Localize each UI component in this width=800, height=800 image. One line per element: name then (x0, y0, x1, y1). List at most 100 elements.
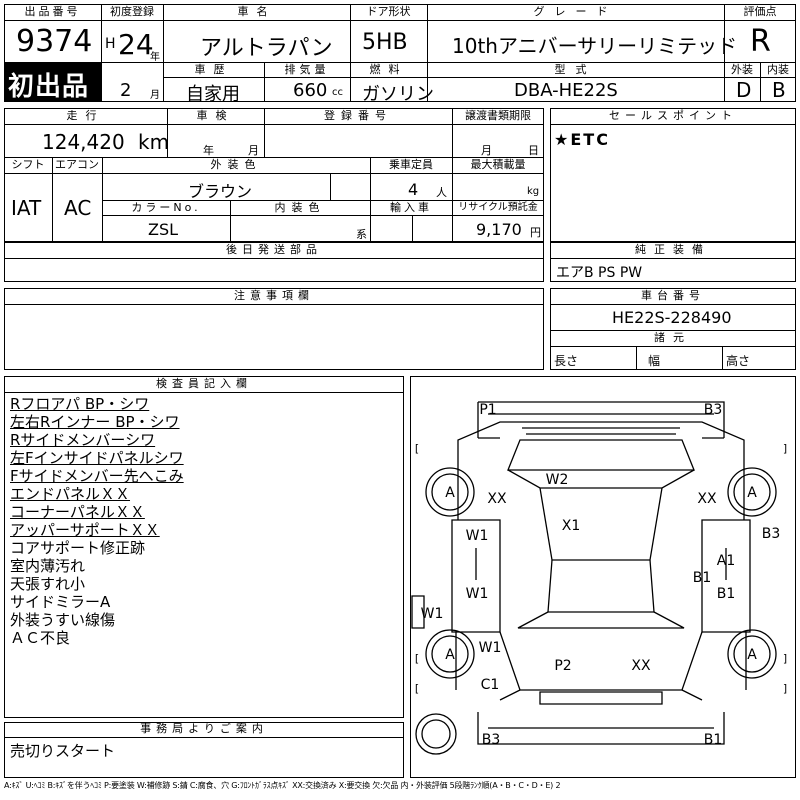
office-box (4, 722, 404, 778)
history-label: 車歴 (194, 63, 233, 76)
first-listing-badge (5, 63, 101, 101)
interior-grade: B (772, 78, 786, 102)
fuel-label: 燃料 (369, 63, 408, 76)
interior-label: 内装 (767, 63, 789, 76)
sales-point-text: ★ETC (554, 130, 610, 149)
displacement-label: 排気量 (284, 63, 330, 76)
header-grid (4, 4, 796, 102)
displacement: 660 (293, 80, 328, 101)
color-no-label: カラーNo. (131, 201, 201, 214)
car-name-label: 車名 (237, 5, 276, 18)
ac-label: エアコン (55, 158, 99, 171)
import-label: 輸入車 (390, 201, 432, 214)
note-line: エンドパネルＸＸ (10, 485, 131, 503)
note-line: 左Fインサイドパネルシワ (10, 449, 184, 467)
inspector-box (4, 376, 404, 718)
load-label: 最大積載量 (470, 158, 526, 171)
reg-month-unit: 月 (150, 90, 160, 101)
score: R (750, 24, 771, 59)
mileage-unit: km (138, 130, 170, 154)
note-line: 左右Rインナー BP・シワ (10, 413, 180, 431)
chassis-box (550, 288, 796, 370)
equipment-box (550, 242, 796, 282)
load-unit: kg (527, 186, 540, 197)
ext-color: ブラウン (188, 182, 253, 201)
grade-label: グレード (533, 5, 618, 18)
note-line: サイドミラーA (10, 593, 111, 611)
mileage-label: 走行 (66, 109, 105, 122)
inspector-label: 検査員記入欄 (156, 377, 252, 390)
capacity: 4 (408, 180, 419, 199)
reg-year-unit: 年 (150, 52, 160, 63)
lot-number: 9374 (16, 24, 93, 59)
inspection-label: 車検 (196, 109, 235, 122)
note-line: 外装うすい線傷 (10, 611, 116, 629)
note-line: Fサイドメンバー先へこみ (10, 467, 184, 485)
chassis-number: HE22S-228490 (612, 308, 732, 327)
color-no: ZSL (148, 220, 179, 239)
length-label: 長さ (554, 354, 579, 368)
later-parts-label: 後日発送部品 (226, 243, 322, 256)
door-type: 5HB (362, 30, 408, 55)
recycle-amount: 9,170 (476, 220, 522, 239)
note-line: コーナーパネルＸＸ (10, 503, 145, 521)
sales-point-box (550, 108, 796, 242)
width-label: 幅 (648, 354, 661, 368)
specs-grid (4, 108, 544, 242)
int-color-label: 内装色 (274, 201, 326, 214)
shift-label: シフト (11, 158, 45, 171)
mileage: 124,420 (42, 130, 125, 154)
inspection-year-unit: 年 (203, 144, 214, 157)
door-label: ドア形状 (366, 5, 411, 18)
first-listing-text: 初出品 (8, 72, 90, 102)
fuel: ガソリン (362, 84, 434, 105)
office-label: 事務局よりご案内 (140, 722, 268, 735)
ext-color-label: 外装色 (210, 158, 262, 171)
car-diagram-box (410, 376, 796, 778)
exterior-label: 外装 (731, 63, 753, 76)
grade: 10thアニバーサリーリミテッド (452, 34, 738, 58)
caution-box (4, 288, 544, 370)
chassis-label: 車台番号 (641, 289, 705, 302)
car-name: アルトラパン (200, 36, 333, 61)
reg-month: 2 (120, 80, 132, 101)
inspection-month-unit: 月 (248, 144, 259, 157)
equipment-label: 純正装備 (635, 243, 711, 256)
first-reg-label: 初度登録 (110, 5, 154, 18)
score-label: 評価点 (743, 5, 777, 18)
reg-year: 24 (118, 28, 154, 61)
equipment-text: エアB PS PW (556, 265, 643, 281)
transfer-label: 譲渡書類期限 (465, 109, 531, 122)
ac: AC (64, 196, 92, 220)
later-parts-box (4, 242, 544, 282)
legend-text: A:ｷｽﾞ U:ﾍｺﾐ B:ｷｽﾞを伴うﾍｺﾐ P:要塗装 W:補修跡 S:錆 … (4, 781, 561, 790)
transfer-day-unit: 日 (528, 144, 539, 157)
note-line: 室内薄汚れ (10, 557, 86, 575)
note-line: コアサポート修正跡 (10, 539, 146, 557)
era-letter: H (105, 36, 116, 52)
capacity-unit: 人 (436, 186, 447, 199)
int-color-unit: 系 (356, 228, 367, 241)
office-text: 売切りスタート (10, 742, 116, 760)
recycle-label: リサイクル預託金 (458, 202, 538, 213)
displacement-unit: cc (332, 87, 343, 98)
sales-point-label: セールスポイント (609, 109, 737, 122)
history: 自家用 (186, 84, 240, 105)
dims-label: 諸元 (654, 331, 692, 344)
recycle-unit: 円 (530, 226, 541, 239)
capacity-label: 乗車定員 (389, 158, 433, 171)
note-line: 天張すれ小 (10, 575, 86, 593)
model: DBA-HE22S (514, 80, 618, 101)
note-line: アッパーサポートＸＸ (10, 521, 160, 539)
note-line: ＡＣ不良 (10, 629, 71, 647)
model-label: 型式 (554, 63, 597, 76)
note-line: Rサイドメンバーシワ (10, 431, 156, 449)
exterior-grade: D (736, 78, 752, 102)
lot-label: 出品番号 (24, 5, 81, 18)
reg-number-label: 登録番号 (324, 109, 392, 122)
caution-label: 注意事項欄 (234, 289, 314, 302)
note-line: Rフロアパ BP・シワ (10, 395, 150, 413)
shift: IAT (11, 196, 42, 220)
height-label: 高さ (726, 354, 751, 368)
transfer-month-unit: 月 (481, 144, 492, 157)
